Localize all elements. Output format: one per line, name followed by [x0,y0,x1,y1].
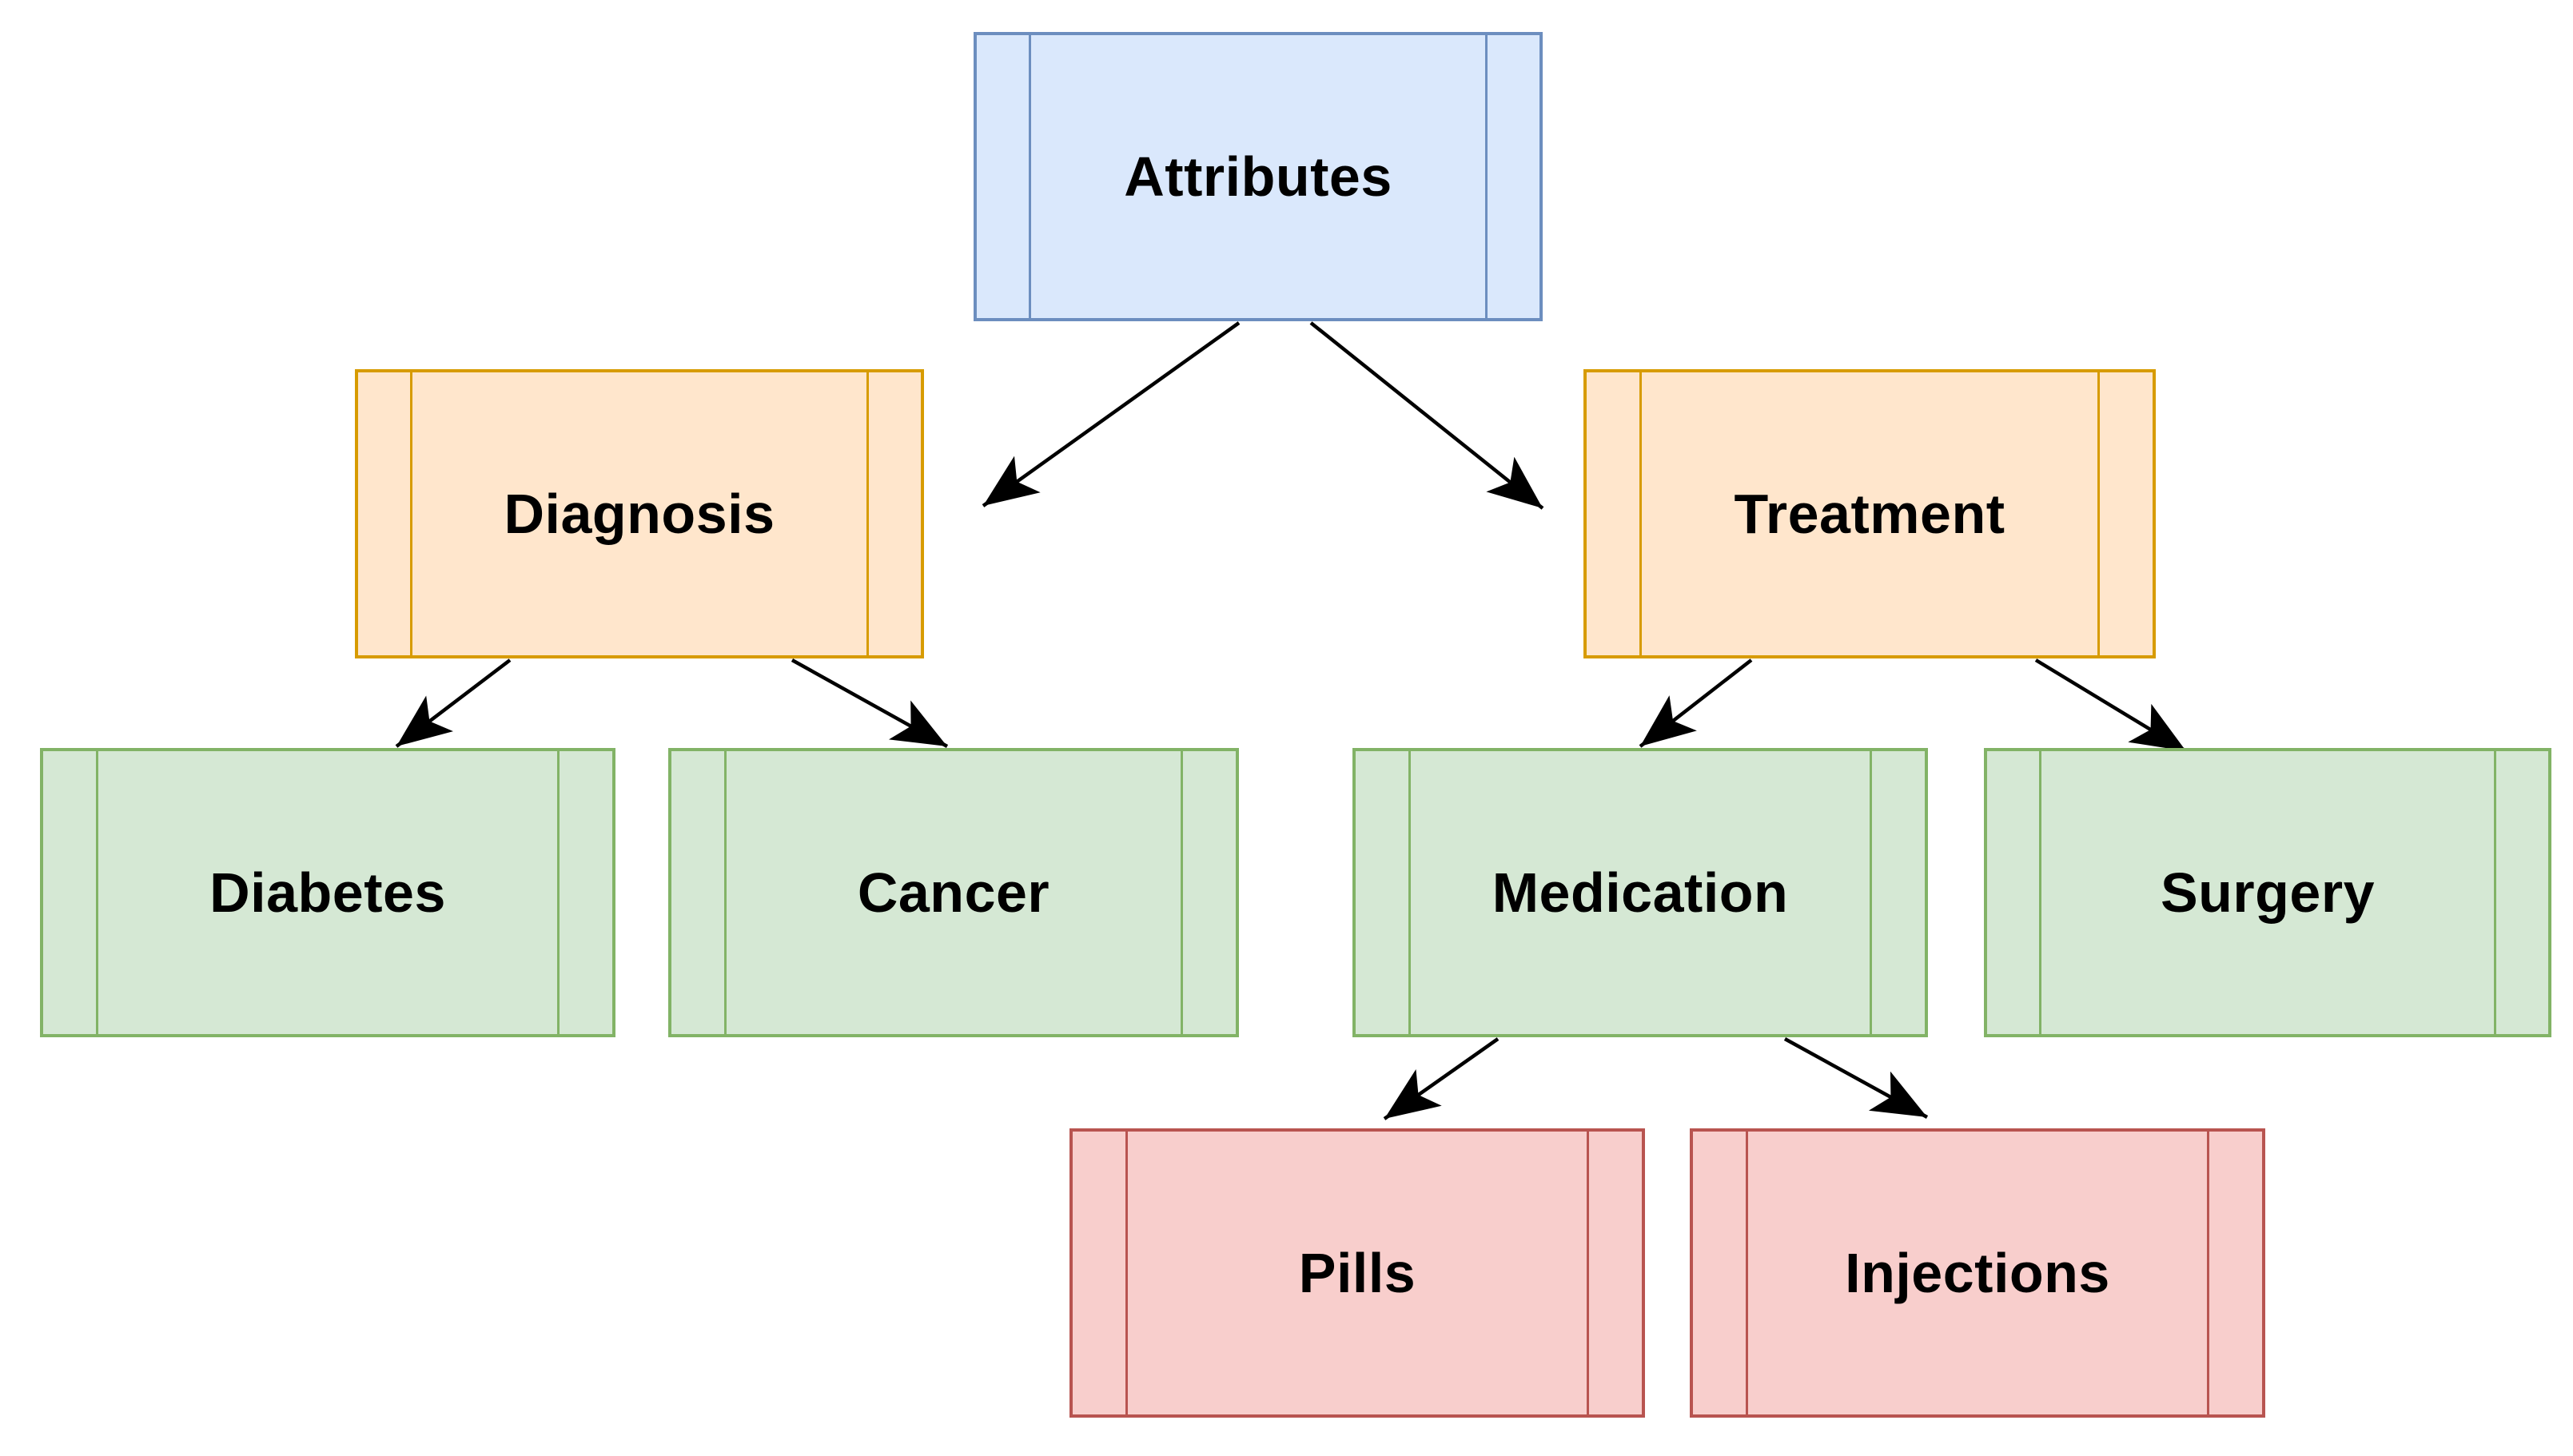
edge-medication-to-injections [1783,1037,1929,1119]
node-injections: Injections [1690,1128,2265,1418]
node-label-cancer: Cancer [857,861,1050,924]
node-label-treatment: Treatment [1734,483,2005,545]
edge-diagnosis-to-diabetes [395,658,512,748]
node-treatment: Treatment [1583,369,2156,658]
node-label-attributes: Attributes [1124,145,1392,208]
node-label-pills: Pills [1298,1242,1416,1304]
edge-treatment-to-surgery [2034,658,2188,753]
node-diabetes: Diabetes [40,748,615,1037]
edge-attributes-to-diagnosis [982,321,1241,507]
node-label-medication: Medication [1492,861,1789,924]
node-attributes: Attributes [974,32,1543,321]
node-label-diagnosis: Diagnosis [504,483,775,545]
node-surgery: Surgery [1984,748,2551,1037]
edge-treatment-to-medication [1639,658,1753,748]
edge-attributes-to-treatment [1309,321,1544,510]
node-label-injections: Injections [1845,1242,2110,1304]
node-label-surgery: Surgery [2160,861,2376,924]
node-diagnosis: Diagnosis [355,369,924,658]
node-pills: Pills [1069,1128,1645,1418]
node-medication: Medication [1352,748,1928,1037]
node-label-diabetes: Diabetes [209,861,446,924]
edge-diagnosis-to-cancer [791,658,949,748]
edge-medication-to-pills [1383,1037,1500,1120]
node-cancer: Cancer [668,748,1239,1037]
